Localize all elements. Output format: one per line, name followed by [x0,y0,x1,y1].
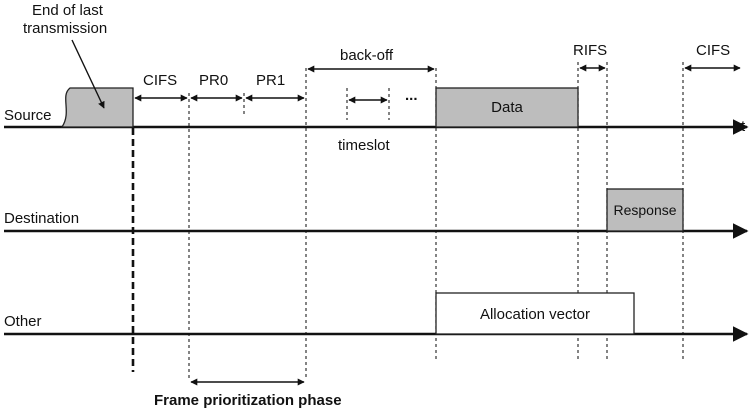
timeslot-label: timeslot [338,137,391,154]
row-label-source: Source [4,107,52,124]
row-label-destination: Destination [4,210,79,227]
pr1-label: PR1 [256,72,285,89]
response-frame-label: Response [613,202,676,218]
annotation-end-of-last: End of last [32,2,104,19]
backoff-label: back-off [340,47,394,64]
rifs-label: RIFS [573,42,607,59]
last-transmission-block [60,87,134,128]
frame-prioritization-label: Frame prioritization phase [154,392,342,409]
timeslot-ellipsis: ... [405,87,418,104]
allocation-vector-box [435,292,635,335]
response-frame-box [606,188,684,232]
allocation-vector-label: Allocation vector [480,306,590,323]
row-label-other: Other [4,313,42,330]
annotation-pointer-arrow [71,39,105,109]
data-frame-box [435,87,579,128]
pr0-label: PR0 [199,72,228,89]
cifs-label-1: CIFS [143,72,177,89]
data-frame-label: Data [491,99,523,116]
annotation-transmission: transmission [23,20,107,37]
cifs-label-2: CIFS [696,42,730,59]
time-axis-label: t [741,118,746,135]
